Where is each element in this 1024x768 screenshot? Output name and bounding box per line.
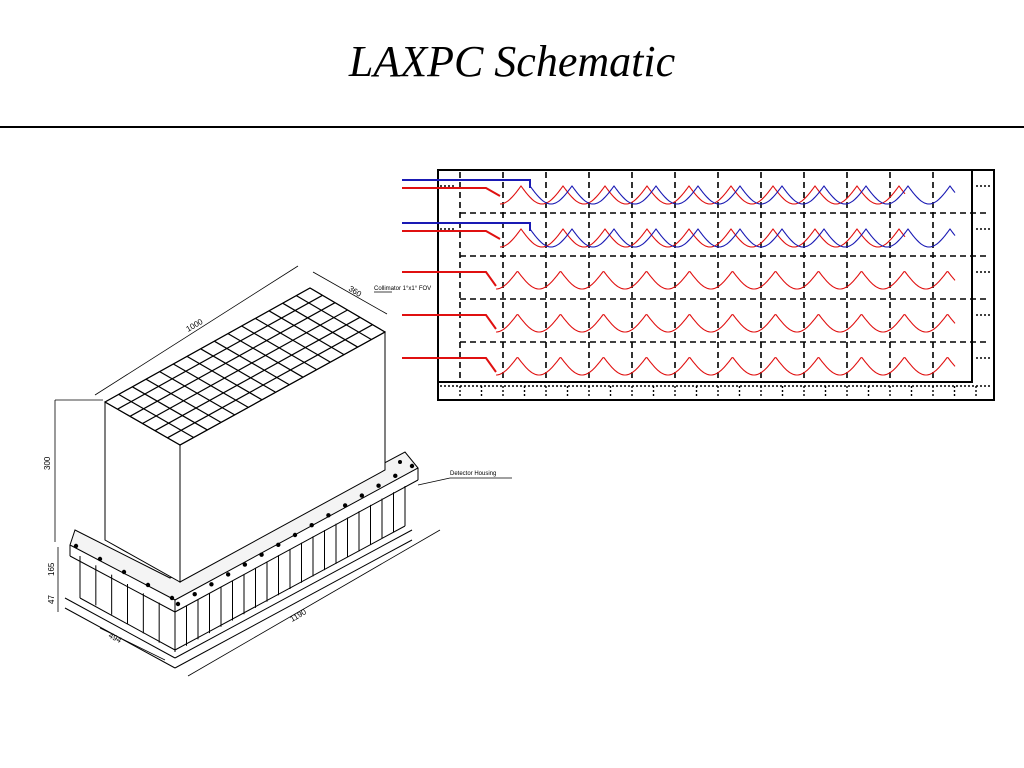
red-anode-wire: [499, 228, 906, 248]
blue-anode-wire: [529, 185, 956, 205]
veto-layer-dotted: [440, 185, 990, 398]
cell-grid-dashed: [459, 172, 990, 382]
bolt: [121, 569, 127, 575]
dim-base-label: 47: [47, 595, 56, 604]
bolt: [376, 483, 381, 488]
housing-callout: Detector Housing: [450, 471, 496, 477]
dimension-lines: [54, 265, 512, 677]
inner-frame: [438, 169, 973, 383]
slide-title: LAXPC Schematic: [348, 37, 676, 86]
bolt: [175, 601, 181, 607]
red-anode-wire: [499, 185, 906, 205]
bolt: [97, 556, 103, 562]
blue-lead: [402, 179, 531, 188]
bolt: [359, 493, 365, 498]
bolt: [259, 552, 264, 557]
bolt: [342, 503, 348, 508]
bolt: [225, 572, 231, 577]
bolt: [209, 582, 214, 587]
dim-housing-height-label: 165: [47, 562, 56, 576]
bolt: [73, 543, 79, 549]
bolt: [276, 542, 281, 548]
blue-anode-wire: [529, 228, 956, 248]
red-anode-wire: [496, 357, 956, 376]
collimator-callout: Collimator 1°x1° FOV: [374, 286, 431, 292]
anode-leads: [402, 179, 531, 373]
bolt: [242, 562, 248, 567]
bolt: [326, 513, 331, 518]
red-anode-wire: [496, 314, 956, 333]
collimator-cell-wall: [167, 324, 373, 439]
dim-height-label: 300: [43, 456, 52, 470]
collimator-grid: [104, 287, 386, 446]
red-lead: [402, 230, 501, 240]
collimator-cell-wall: [117, 294, 323, 410]
red-lead: [402, 314, 497, 330]
bolt: [393, 473, 398, 479]
housing-ribs: [79, 486, 406, 652]
blue-lead: [402, 222, 531, 231]
collimator-cell-wall: [129, 302, 336, 417]
bolt: [169, 595, 175, 601]
collimator-cell-wall: [104, 287, 311, 403]
bolt: [192, 591, 197, 597]
red-lead: [402, 357, 497, 373]
bolt: [309, 522, 314, 528]
anode-wires: [496, 185, 956, 376]
red-lead: [402, 271, 497, 287]
bolt: [398, 460, 402, 464]
red-anode-wire: [496, 271, 956, 290]
bolt: [145, 582, 151, 588]
collimator-cell-wall: [142, 309, 348, 425]
title-underline: [0, 126, 1024, 128]
collimator-cell-wall: [179, 331, 386, 446]
bolt: [409, 463, 415, 469]
collimator-cell-wall: [154, 316, 361, 432]
detector-isometric-drawing: 1000 360 300 165 47 494 1190 Collimator …: [43, 265, 512, 677]
red-lead: [402, 187, 501, 197]
bolt: [292, 532, 298, 538]
